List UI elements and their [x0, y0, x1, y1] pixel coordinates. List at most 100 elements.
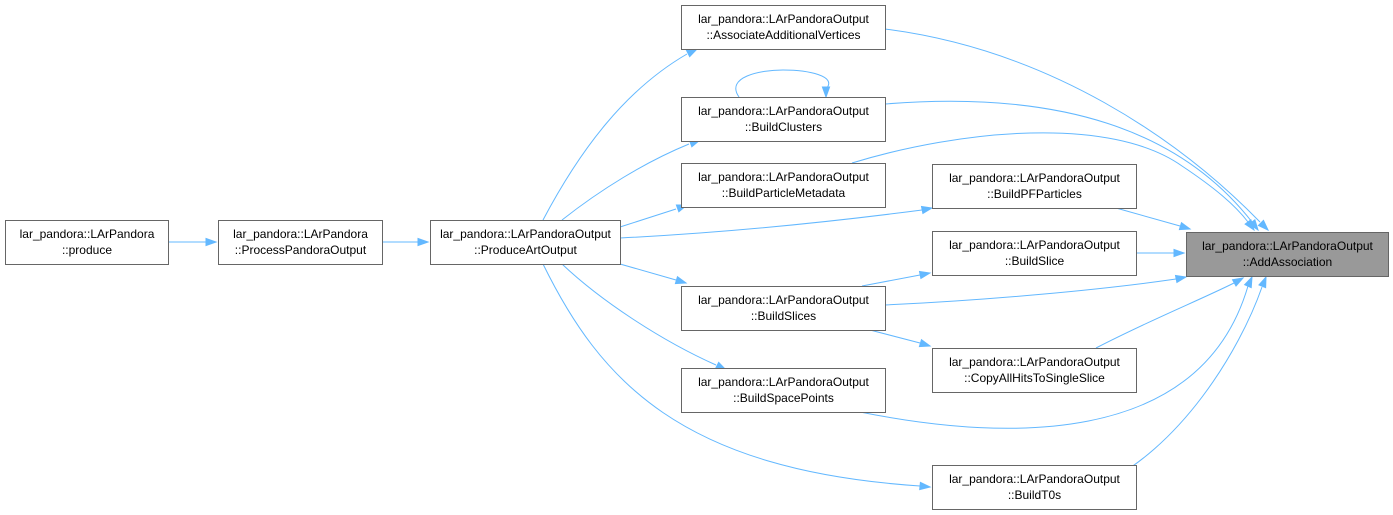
node-label-method: ::AssociateAdditionalVertices	[706, 28, 860, 42]
edge-line	[735, 69, 830, 98]
node-box	[681, 97, 886, 142]
node-label-method: ::ProduceArtOutput	[474, 243, 577, 257]
edge-line	[884, 100, 1253, 223]
arrowhead-icon	[821, 86, 831, 99]
edge-line	[869, 329, 921, 344]
node-label-method: ::AddAssociation	[1243, 255, 1332, 269]
edge-line	[619, 209, 923, 239]
edge-line	[619, 208, 677, 228]
arrowhead-icon	[1258, 275, 1267, 289]
node-label-namespace: lar_pandora::LArPandoraOutput	[949, 238, 1120, 252]
node-label-method: ::BuildParticleMetadata	[722, 186, 846, 200]
edge-produceartoutput-to-buildslices	[619, 263, 688, 285]
edge-line	[619, 263, 677, 281]
arrowhead-icon	[1257, 219, 1270, 232]
node-produce[interactable]: lar_pandora::LArPandora::produce	[5, 220, 169, 265]
arrowhead-icon	[674, 275, 688, 285]
node-label-method: ::BuildSlice	[1005, 254, 1065, 268]
edge-buildslices-to-buildslice	[861, 270, 932, 287]
nodes-layer: lar_pandora::LArPandora::producelar_pand…	[5, 5, 1389, 510]
node-label-namespace: lar_pandora::LArPandoraOutput	[949, 472, 1120, 486]
node-box	[681, 368, 886, 413]
edge-line	[561, 263, 717, 366]
node-box	[1186, 232, 1389, 277]
arrowhead-icon	[918, 270, 932, 280]
node-box	[430, 220, 621, 265]
arrowhead-icon	[1231, 277, 1245, 287]
node-produceartoutput[interactable]: lar_pandora::LArPandoraOutput::ProduceAr…	[430, 220, 621, 265]
node-label-method: ::BuildClusters	[745, 120, 822, 134]
edge-line	[542, 263, 921, 487]
edge-associateadditionalvertices-to-addassociation	[884, 28, 1270, 232]
edge-produceartoutput-to-buildpfparticles	[619, 205, 934, 239]
edge-line	[561, 143, 690, 221]
edge-line	[861, 274, 921, 287]
arrowhead-icon	[1244, 219, 1255, 232]
node-label-namespace: lar_pandora::LArPandoraOutput	[698, 293, 869, 307]
edge-buildparticlemetadata-to-addassociation	[851, 132, 1255, 232]
arrowhead-icon	[919, 481, 932, 491]
node-label-namespace: lar_pandora::LArPandoraOutput	[1202, 239, 1373, 253]
node-label-namespace: lar_pandora::LArPandoraOutput	[440, 227, 611, 241]
node-box	[932, 231, 1137, 276]
arrowhead-icon	[918, 338, 932, 348]
edge-processpandoraoutput-to-produceartoutput	[382, 237, 430, 247]
node-box	[681, 163, 886, 208]
node-box	[681, 286, 886, 331]
arrowhead-icon	[205, 237, 218, 247]
node-buildclusters[interactable]: lar_pandora::LArPandoraOutput::BuildClus…	[681, 97, 886, 142]
node-buildslice[interactable]: lar_pandora::LArPandoraOutput::BuildSlic…	[932, 231, 1137, 276]
node-buildspacepoints[interactable]: lar_pandora::LArPandoraOutput::BuildSpac…	[681, 368, 886, 413]
edge-produceartoutput-to-buildparticlemetadata	[619, 204, 689, 228]
edge-line	[1115, 207, 1181, 227]
node-buildslices[interactable]: lar_pandora::LArPandoraOutput::BuildSlic…	[681, 286, 886, 331]
edge-copyallhitstosingleslice-to-addassociation	[1095, 277, 1245, 349]
node-processpandoraoutput[interactable]: lar_pandora::LArPandora::ProcessPandoraO…	[218, 220, 383, 265]
edge-produceartoutput-to-buildt0s	[542, 263, 932, 491]
node-buildparticlemetadata[interactable]: lar_pandora::LArPandoraOutput::BuildPart…	[681, 163, 886, 208]
edge-buildclusters-to-buildclusters	[735, 69, 831, 99]
edge-line	[542, 53, 688, 221]
node-addassociation: lar_pandora::LArPandoraOutput::AddAssoci…	[1186, 232, 1389, 277]
edge-produceartoutput-to-associateadditionalvertices	[542, 48, 699, 221]
node-label-method: ::produce	[62, 243, 112, 257]
node-label-namespace: lar_pandora::LArPandoraOutput	[698, 12, 869, 26]
arrowhead-icon	[1174, 274, 1188, 284]
node-copyallhitstosingleslice[interactable]: lar_pandora::LArPandoraOutput::CopyAllHi…	[932, 348, 1137, 393]
node-box	[932, 465, 1137, 510]
node-associateadditionalvertices[interactable]: lar_pandora::LArPandoraOutput::Associate…	[681, 5, 886, 50]
edge-buildslice-to-addassociation	[1136, 248, 1186, 258]
arrowhead-icon	[1243, 275, 1253, 289]
node-box	[681, 5, 886, 50]
edge-line	[884, 28, 1261, 223]
edge-line	[1095, 282, 1235, 349]
node-box	[932, 164, 1137, 209]
node-label-namespace: lar_pandora::LArPandora	[20, 227, 155, 241]
arrowhead-icon	[417, 237, 430, 247]
node-box	[932, 348, 1137, 393]
node-box	[218, 220, 383, 265]
node-buildt0s[interactable]: lar_pandora::LArPandoraOutput::BuildT0s	[932, 465, 1137, 510]
node-label-method: ::BuildSlices	[751, 309, 816, 323]
edge-line	[851, 132, 1249, 223]
node-label-method: ::ProcessPandoraOutput	[235, 243, 367, 257]
arrowhead-icon	[1178, 221, 1192, 231]
node-buildpfparticles[interactable]: lar_pandora::LArPandoraOutput::BuildPFPa…	[932, 164, 1137, 209]
node-label-namespace: lar_pandora::LArPandoraOutput	[949, 355, 1120, 369]
arrowhead-icon	[685, 48, 699, 58]
node-label-method: ::BuildT0s	[1008, 488, 1061, 502]
node-label-method: ::CopyAllHitsToSingleSlice	[964, 371, 1105, 385]
arrowhead-icon	[920, 205, 934, 215]
edge-buildpfparticles-to-addassociation	[1115, 207, 1192, 231]
node-label-namespace: lar_pandora::LArPandoraOutput	[698, 375, 869, 389]
node-label-method: ::BuildPFParticles	[987, 187, 1082, 201]
node-label-namespace: lar_pandora::LArPandoraOutput	[698, 104, 869, 118]
edge-buildslices-to-copyallhitstosingleslice	[869, 329, 932, 348]
edge-line	[884, 278, 1177, 306]
edge-buildspacepoints-to-addassociation	[859, 275, 1253, 429]
node-box	[5, 220, 169, 265]
node-label-namespace: lar_pandora::LArPandora	[233, 227, 368, 241]
node-label-namespace: lar_pandora::LArPandoraOutput	[698, 170, 869, 184]
node-label-method: ::BuildSpacePoints	[733, 391, 834, 405]
